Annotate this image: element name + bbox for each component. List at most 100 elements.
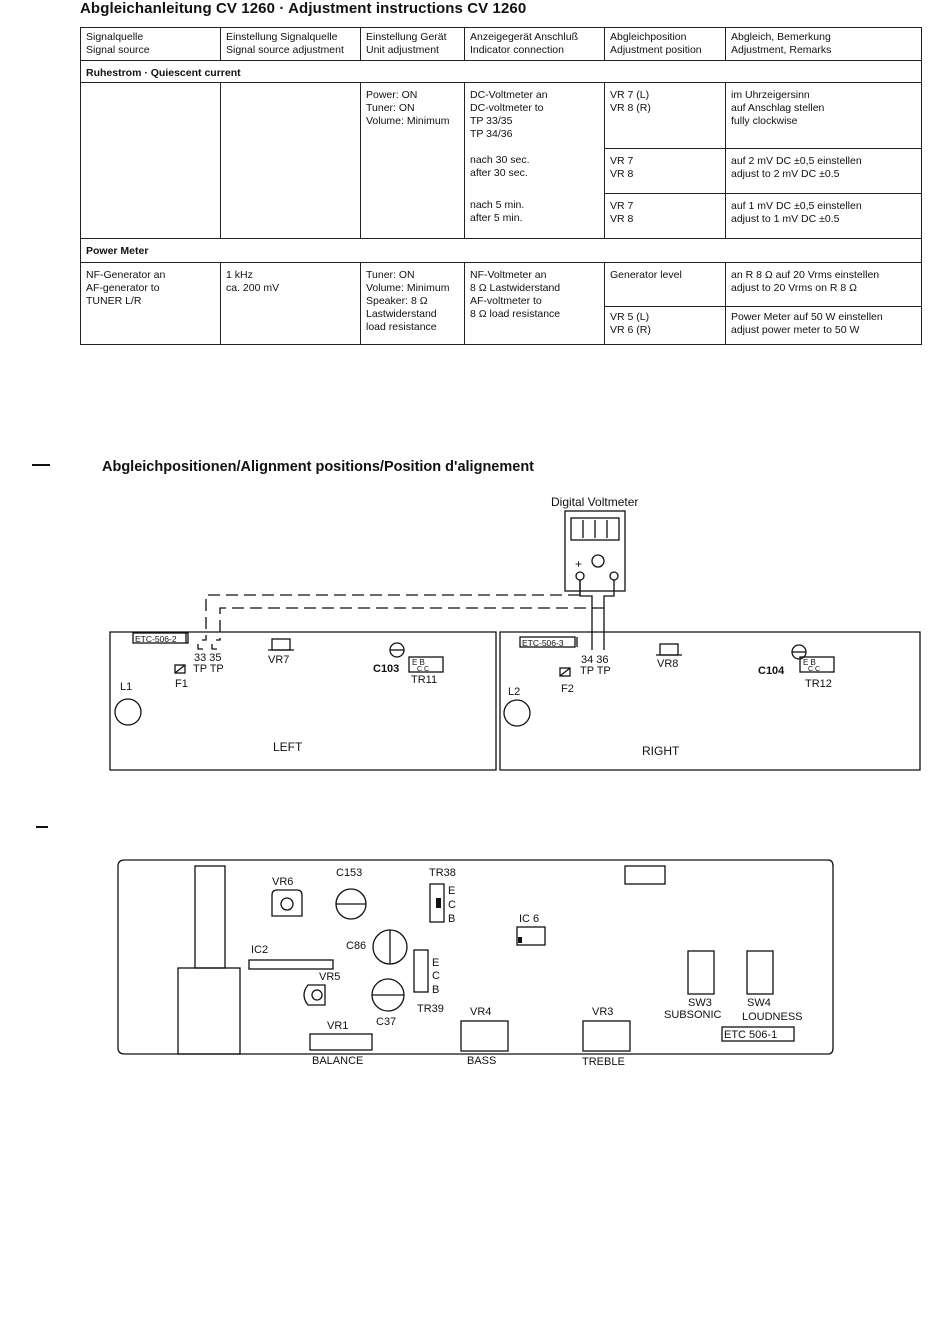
right-board-tag — [519, 636, 576, 648]
vr4-slider — [460, 1020, 509, 1052]
ic6-label: IC 6 — [519, 913, 539, 925]
tr11-transistor — [408, 656, 444, 673]
left-l1: L1 — [120, 681, 132, 693]
vr5-label: VR5 — [319, 971, 340, 983]
tr39-label: TR39 — [417, 1003, 444, 1015]
left-tp-numbers: 33 35 — [194, 652, 222, 664]
vr6-label: VR6 — [272, 876, 293, 888]
left-tp-labels: TP TP — [193, 663, 224, 675]
l2-coil — [503, 699, 531, 727]
voltmeter-plus: + — [575, 557, 582, 571]
section-row-power: Power Meter — [80, 238, 922, 263]
ic2-chip — [248, 959, 334, 970]
right-c104: C104 — [758, 665, 785, 677]
position-cell: VR 5 (L)VR 6 (R) — [604, 306, 726, 345]
margin-mark — [32, 464, 50, 466]
tr38-label: TR38 — [429, 867, 456, 879]
vr3-slider — [582, 1020, 631, 1052]
tr39-c: C — [432, 970, 440, 982]
subsonic-label: SUBSONIC — [664, 1009, 722, 1021]
c37-label: C37 — [376, 1016, 396, 1028]
indicator-cell: nach 30 sec.after 30 sec. — [464, 148, 605, 193]
left-tr11-ebc2: C C — [417, 666, 429, 673]
c153-label: C153 — [336, 867, 362, 879]
margin-mark — [36, 826, 48, 828]
voltmeter-jack-minus — [609, 571, 619, 581]
l1-coil — [114, 698, 142, 726]
tr38-transistor — [429, 883, 445, 923]
right-board-name: RIGHT — [642, 744, 680, 758]
left-f1: F1 — [175, 678, 188, 690]
right-vr8: VR8 — [657, 658, 678, 670]
voltmeter-body — [564, 510, 626, 592]
left-board-tag-label: ETC-506-2 — [135, 634, 177, 644]
diagram-title: Abgleichpositionen/Alignment positions/P… — [102, 459, 535, 475]
left-tr11: TR11 — [411, 674, 437, 686]
tr39-transistor — [413, 949, 429, 993]
right-tp-numbers: 34 36 — [581, 654, 609, 666]
bottom-board — [117, 859, 834, 1055]
balance-label: BALANCE — [312, 1055, 363, 1067]
sw4-switch — [746, 950, 774, 995]
vr4-label: VR4 — [470, 1006, 491, 1018]
table-row: VR 5 (L)VR 6 (R) Power Meter auf 50 W ei… — [81, 306, 922, 345]
vr5-trimmer — [303, 984, 326, 1006]
right-f2: F2 — [561, 683, 574, 695]
left-board — [109, 631, 497, 771]
right-board — [499, 631, 921, 771]
vr7-trimmer — [271, 638, 291, 651]
treble-label: TREBLE — [582, 1056, 625, 1068]
indicator-cell: nach 5 min.after 5 min. — [464, 193, 605, 239]
page-title: Abgleichanleitung CV 1260 · Adjustment i… — [80, 0, 527, 17]
sw4-label: SW4 — [747, 997, 771, 1009]
top-right-component — [624, 865, 666, 885]
left-board-tag — [132, 632, 189, 644]
sw3-switch — [687, 950, 715, 995]
balance-slider-track — [194, 865, 226, 969]
voltmeter-label: Digital Voltmeter — [551, 495, 638, 509]
bottom-board-tag — [721, 1026, 795, 1042]
left-board-name: LEFT — [273, 740, 303, 754]
voltmeter-display — [570, 517, 620, 541]
voltmeter-jack-plus — [575, 571, 585, 581]
voltmeter-knob — [591, 554, 605, 568]
right-tr12: TR12 — [805, 678, 832, 690]
vr1-slider — [309, 1033, 373, 1051]
vr6-trimmer — [271, 889, 303, 917]
tr39-b: B — [432, 984, 439, 996]
tr38-e: E — [448, 885, 455, 897]
right-tr12-ebc: E B — [803, 658, 816, 667]
vr1-label: VR1 — [327, 1020, 348, 1032]
left-tr11-ebc: E B — [412, 658, 425, 667]
loudness-label: LOUDNESS — [742, 1011, 803, 1023]
section-row-quiescent: Ruhestrom · Quiescent current — [80, 60, 922, 83]
vr3-label: VR3 — [592, 1006, 613, 1018]
bass-label: BASS — [467, 1055, 496, 1067]
left-c103: C103 — [373, 663, 399, 675]
tr12-transistor — [799, 656, 835, 673]
c86-label: C86 — [346, 940, 366, 952]
